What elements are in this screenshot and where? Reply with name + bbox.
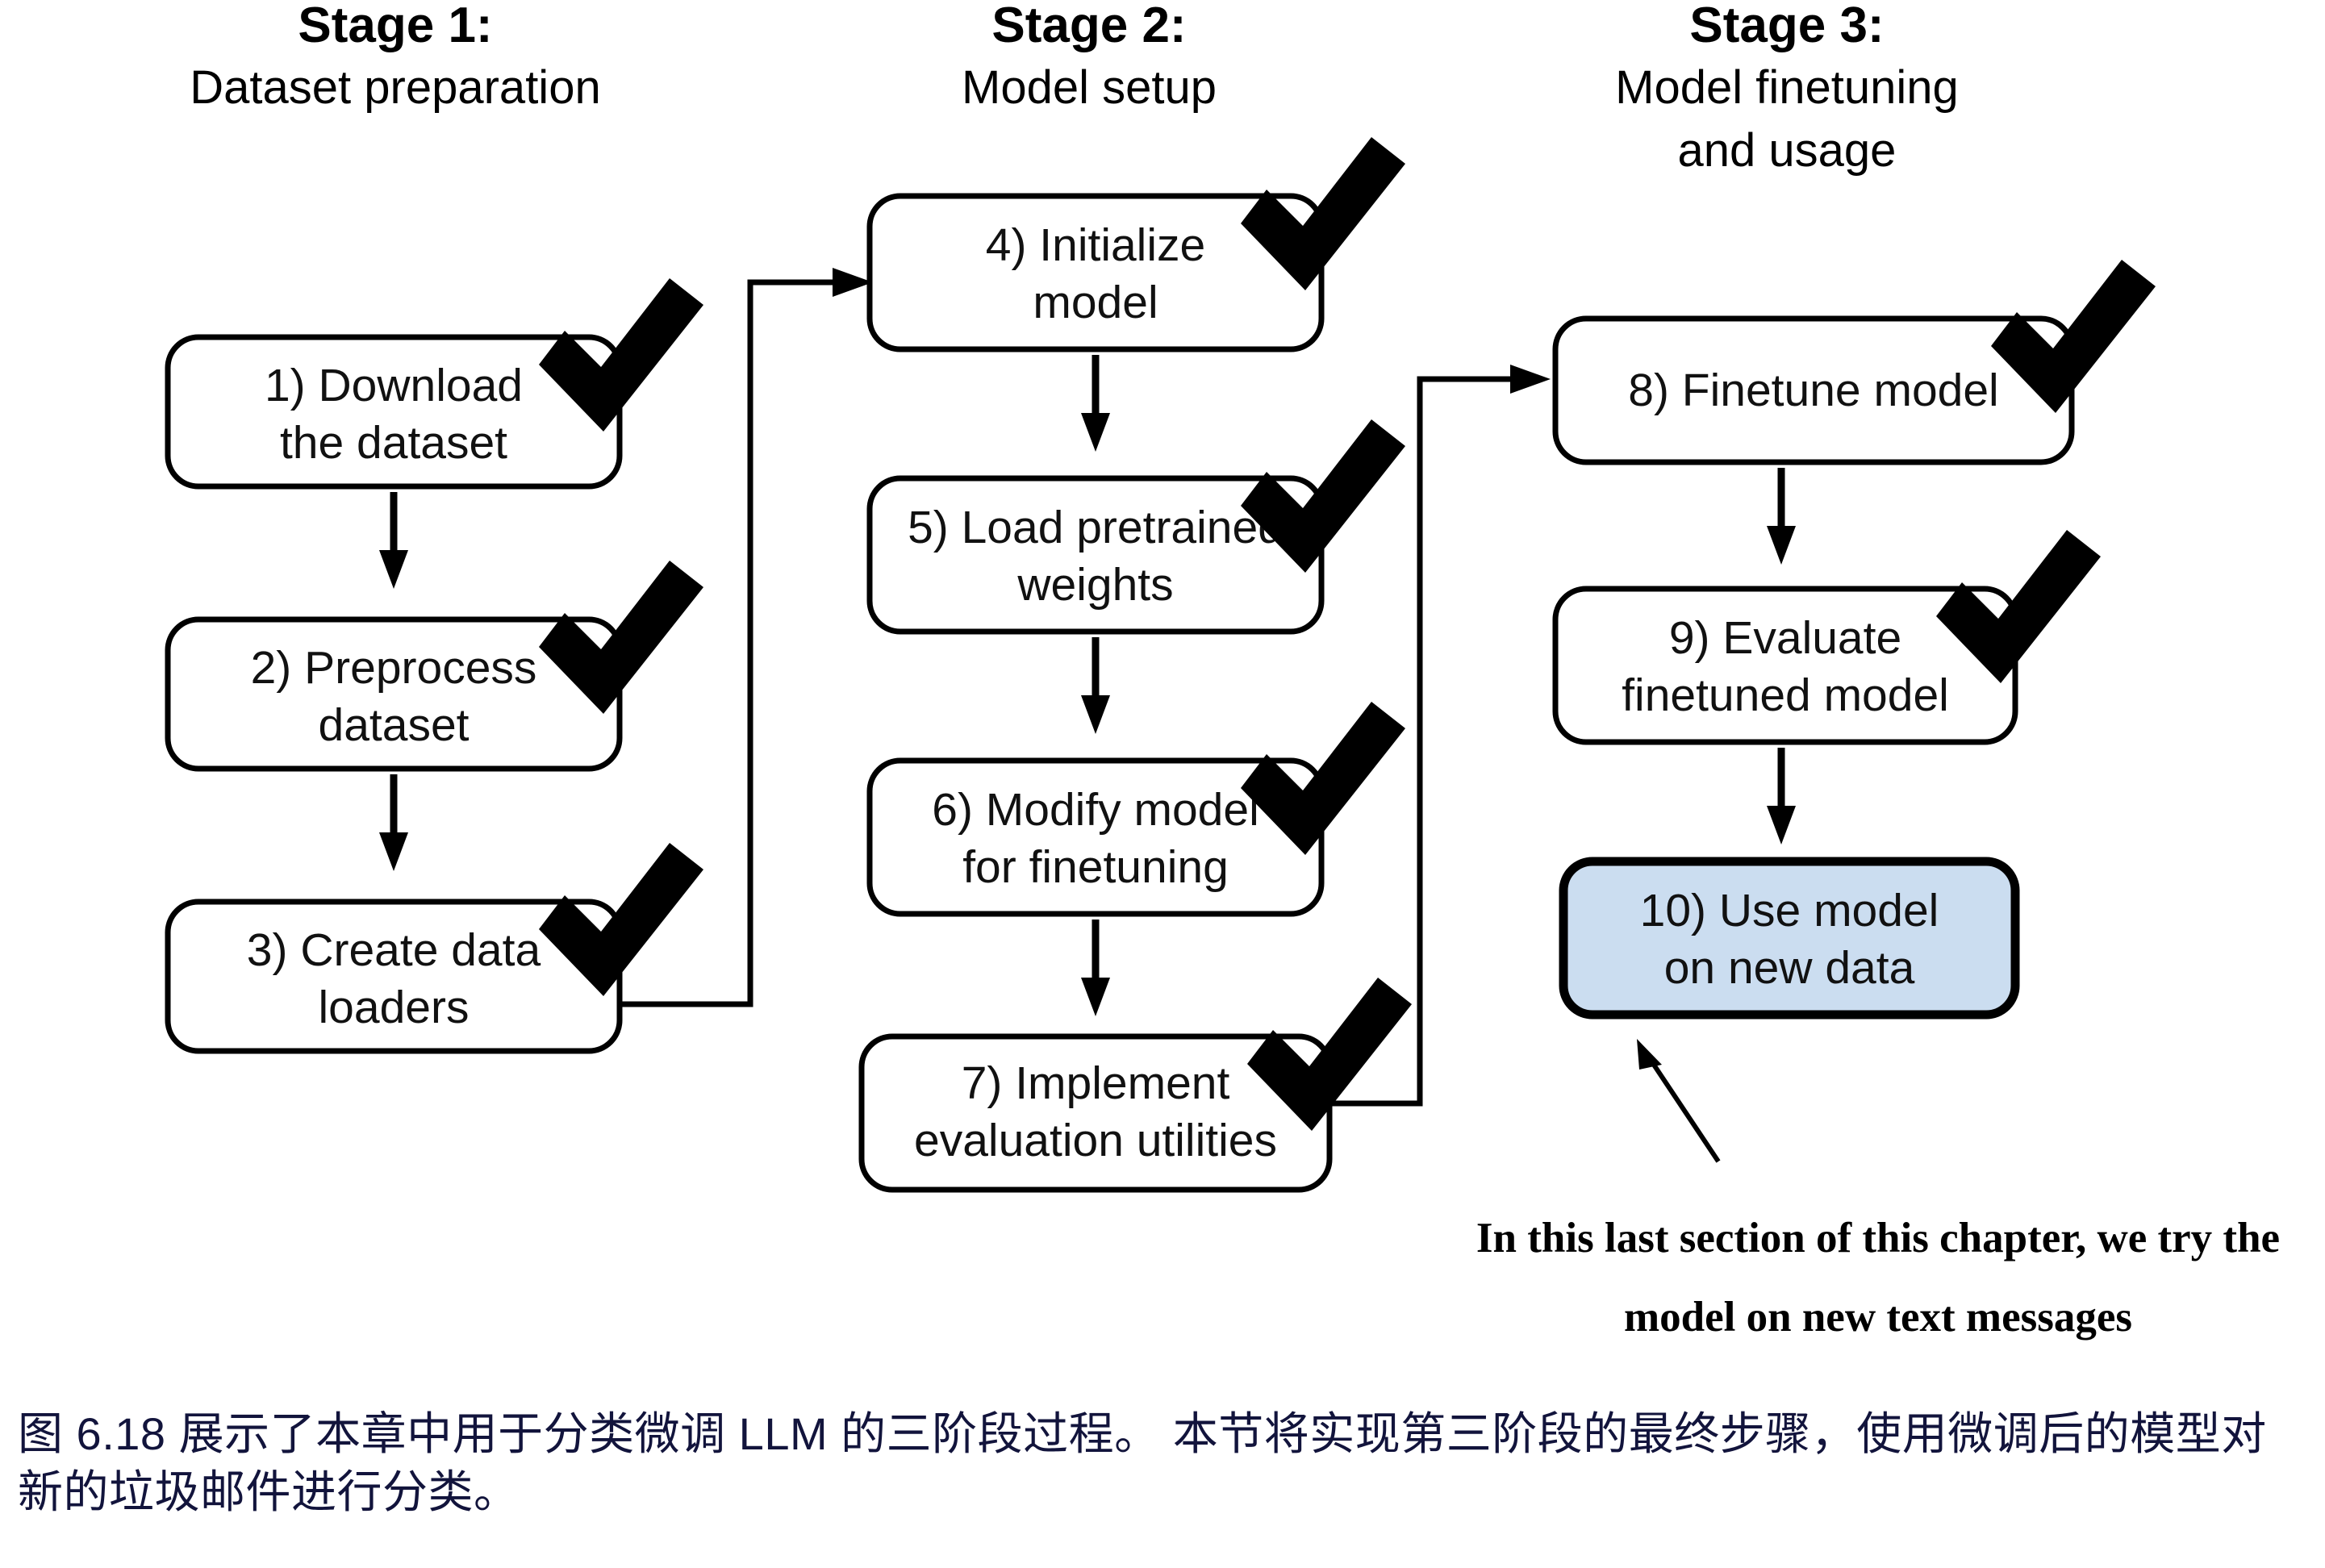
check-icon-step-8: [1991, 260, 2156, 413]
step-6-label-line1: 6) Modify model: [932, 784, 1259, 836]
step-4-label-line1: 4) Initialize: [986, 219, 1205, 271]
step-6-label-line2: for finetuning: [962, 841, 1229, 893]
step-4-box[interactable]: [866, 193, 1325, 352]
annotation-text: In this last section of this chapter, we…: [1476, 1215, 2280, 1341]
stage-title-2: Stage 2: Model setup: [962, 0, 1217, 114]
stage-title-1: Stage 1: Dataset preparation: [190, 0, 600, 114]
step-7-label-line2: evaluation utilities: [914, 1115, 1277, 1166]
stage-3-name-line1: Model finetuning: [1615, 61, 1959, 114]
connector-stage2-to-stage3: [1329, 365, 1551, 1107]
check-icon-step-1: [539, 278, 703, 432]
stage-3-name-line2: and usage: [1678, 124, 1897, 177]
check-icon-step-3: [539, 843, 703, 996]
step-6-node[interactable]: 6) Modify model for finetuning: [866, 702, 1405, 917]
step-4-label-line2: model: [1033, 277, 1158, 328]
arrow-step9-to-step10: [1767, 748, 1796, 844]
step-7-box[interactable]: [858, 1033, 1333, 1193]
step-5-label-line2: weights: [1016, 559, 1173, 611]
check-icon-step-5: [1241, 419, 1405, 573]
step-2-box[interactable]: [165, 616, 623, 772]
step-7-node[interactable]: 7) Implement evaluation utilities: [858, 978, 1412, 1193]
step-5-label-line1: 5) Load pretrained: [908, 502, 1284, 553]
step-10-label-line1: 10) Use model: [1640, 885, 1939, 936]
arrow-step5-to-step6: [1081, 637, 1110, 734]
stage-title-3: Stage 3: Model finetuning and usage: [1615, 0, 1959, 177]
check-icon-step-2: [539, 561, 703, 714]
step-2-node[interactable]: 2) Preprocess dataset: [165, 561, 703, 772]
step-2-label-line2: dataset: [319, 699, 470, 751]
step-3-node[interactable]: 3) Create data loaders: [165, 843, 703, 1054]
connector-stage1-to-stage2: [620, 268, 873, 1007]
step-10-box[interactable]: [1559, 857, 2020, 1020]
step-5-node[interactable]: 5) Load pretrained weights: [866, 419, 1405, 635]
arrow-step6-to-step7: [1081, 920, 1110, 1016]
step-1-node[interactable]: 1) Download the dataset: [165, 278, 703, 490]
step-9-label-line2: finetuned model: [1622, 669, 1949, 721]
check-icon-step-6: [1241, 702, 1405, 855]
stage-1-number: Stage 1:: [298, 0, 492, 53]
check-icon-step-9: [1936, 530, 2101, 683]
step-9-node[interactable]: 9) Evaluate finetuned model: [1552, 530, 2101, 745]
step-1-box[interactable]: [165, 334, 623, 490]
step-10-label-line2: on new data: [1664, 942, 1915, 994]
step-7-label-line1: 7) Implement: [962, 1057, 1230, 1109]
annotation-line1: In this last section of this chapter, we…: [1476, 1215, 2280, 1261]
step-9-label-line1: 9) Evaluate: [1669, 612, 1901, 664]
figure-caption: 图 6.18 展示了本章中用于分类微调 LLM 的三阶段过程。 本节将实现第三阶…: [18, 1408, 2267, 1517]
stage-1-name: Dataset preparation: [190, 61, 600, 114]
annotation-pointer-arrow: [1637, 1039, 1721, 1163]
annotation-line2: model on new text messages: [1624, 1294, 2132, 1341]
arrow-step2-to-step3: [379, 774, 408, 871]
check-icon-step-7: [1247, 978, 1412, 1131]
step-6-box[interactable]: [866, 757, 1325, 917]
step-1-label-line1: 1) Download: [265, 360, 523, 411]
step-5-box[interactable]: [866, 475, 1325, 635]
arrow-step1-to-step2: [379, 492, 408, 589]
stage-2-number: Stage 2:: [991, 0, 1186, 53]
stage-2-name: Model setup: [962, 61, 1217, 114]
step-3-box[interactable]: [165, 899, 623, 1054]
arrow-step4-to-step5: [1081, 355, 1110, 452]
step-1-label-line2: the dataset: [280, 417, 507, 469]
stage-3-number: Stage 3:: [1689, 0, 1884, 53]
step-2-label-line1: 2) Preprocess: [251, 642, 537, 694]
step-3-label-line2: loaders: [319, 982, 470, 1033]
step-8-node[interactable]: 8) Finetune model: [1552, 260, 2156, 465]
step-8-label-line1: 8) Finetune model: [1628, 365, 1998, 416]
arrow-step8-to-step9: [1767, 468, 1796, 565]
step-3-label-line1: 3) Create data: [247, 924, 541, 976]
step-4-node[interactable]: 4) Initialize model: [866, 137, 1405, 352]
figure-flowchart: Stage 1: Dataset preparation Stage 2: Mo…: [165, 0, 2280, 1341]
step-10-node[interactable]: 10) Use model on new data: [1559, 857, 2020, 1020]
check-icon-step-4: [1241, 137, 1405, 290]
step-9-box[interactable]: [1552, 586, 2018, 745]
